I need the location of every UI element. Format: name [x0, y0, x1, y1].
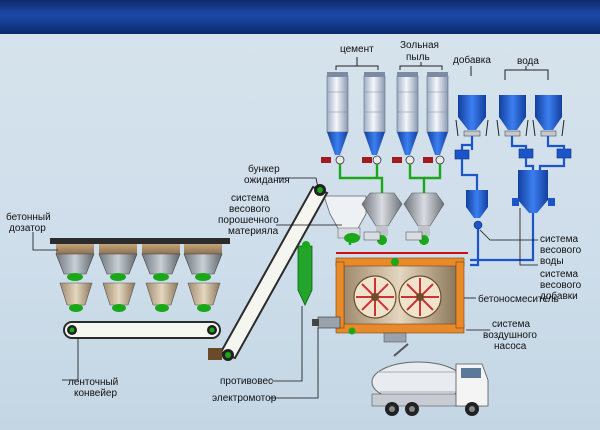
label-concrete-batcher-2: дозатор	[9, 223, 46, 234]
tank-pumps	[454, 148, 572, 160]
counterweight	[297, 241, 313, 306]
label-powder-weighing-1: система	[231, 193, 269, 204]
label-motor: электромотор	[212, 393, 277, 404]
water-pipes	[460, 136, 566, 267]
top-labels: цемент Зольная пыль добавка вода	[340, 40, 539, 67]
aggregate-batchers	[50, 238, 230, 339]
label-waiting-bunker-2: ожидания	[244, 175, 290, 186]
label-belt-conveyor-1: ленточный	[68, 377, 118, 388]
ash-bracket	[399, 65, 443, 70]
label-additive-weighing-3: добавки	[540, 290, 578, 302]
batcher-bin-2	[98, 244, 138, 312]
batcher-bin-3	[141, 244, 181, 312]
batcher-bin-1	[55, 244, 95, 312]
mixer-truck	[371, 343, 489, 416]
label-air-pump-3: насоса	[494, 341, 527, 352]
cement-bracket	[335, 65, 379, 70]
label-waiting-bunker-1: бункер	[248, 163, 280, 175]
label-additive-weighing-1: система	[540, 269, 578, 280]
label-air-pump-2: воздушного	[483, 330, 537, 341]
label-concrete-batcher-1: бетонный	[6, 211, 51, 223]
label-water: вода	[517, 56, 539, 67]
inclined-belt-conveyor	[208, 184, 329, 361]
liquid-tanks	[454, 95, 572, 230]
header-bar	[0, 0, 600, 34]
additive-tank	[455, 95, 489, 137]
silo-ash-2	[423, 72, 449, 165]
powder-weigh-hoppers	[361, 192, 445, 245]
label-powder-weighing-3: порошечного	[218, 215, 279, 226]
silo-ash-1	[392, 72, 419, 165]
silo-cement-2	[362, 72, 386, 165]
concrete-mixer	[335, 257, 465, 343]
additive-weigh-hopper	[466, 190, 488, 230]
water-tank-2	[532, 95, 565, 137]
label-powder-weighing-4: материяла	[228, 226, 279, 237]
silo-brackets	[335, 57, 549, 80]
silo-cement-1	[321, 72, 349, 165]
water-bracket	[504, 69, 549, 80]
water-weigh-hopper	[512, 170, 555, 213]
label-mixer: бетоносмеситель	[478, 293, 559, 305]
silos	[321, 72, 449, 165]
label-air-pump-1: система	[492, 319, 530, 330]
label-water-weighing-3: воды	[540, 256, 564, 267]
air-pump	[312, 316, 341, 329]
callout-lines	[32, 177, 538, 399]
label-water-weighing-1: система	[540, 234, 578, 245]
label-additive: добавка	[453, 54, 491, 66]
label-powder-weighing-2: весового	[229, 204, 271, 215]
label-additive-weighing-2: весового	[540, 280, 582, 291]
label-fly-ash-line1: Зольная	[400, 40, 439, 51]
label-counterweight: противовес	[220, 376, 273, 387]
horizontal-belt	[63, 321, 221, 339]
label-belt-conveyor-2: конвейер	[74, 388, 117, 399]
label-cement: цемент	[340, 44, 374, 55]
batcher-bin-4	[183, 244, 223, 312]
waiting-bunker	[323, 195, 367, 243]
label-fly-ash-line2: пыль	[406, 52, 430, 63]
water-tank-1	[496, 95, 529, 137]
label-water-weighing-2: весового	[540, 245, 582, 256]
side-labels: бункер ожидания система весового порошеч…	[6, 163, 582, 404]
